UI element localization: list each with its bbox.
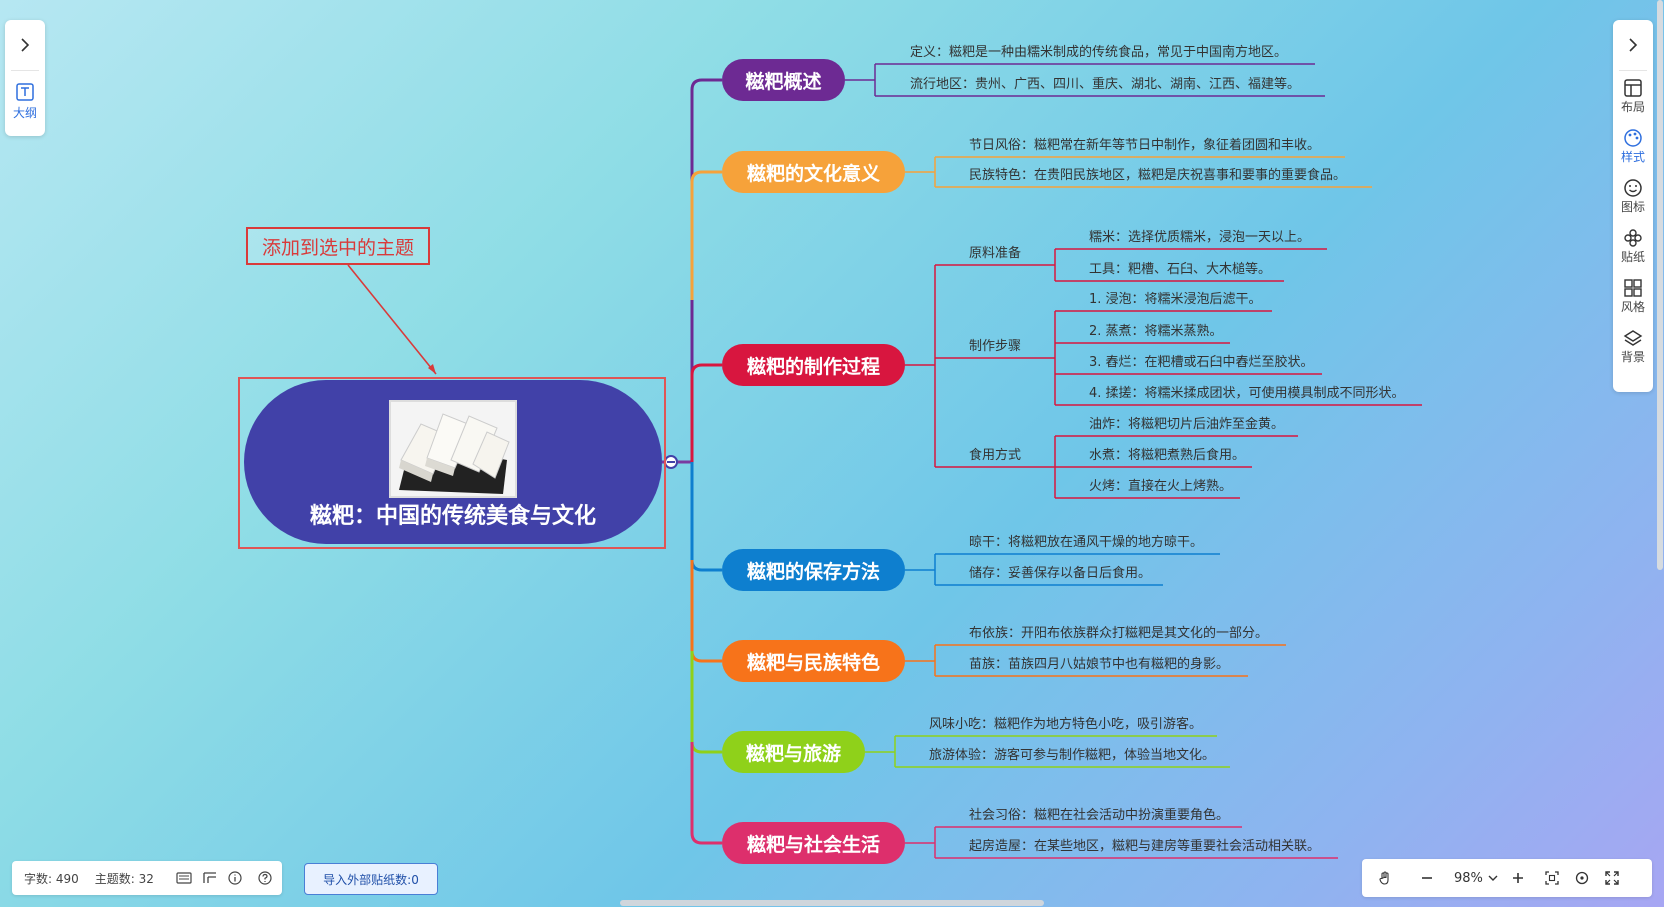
subtopic-steps[interactable]: 制作步骤	[969, 339, 1022, 354]
branch-label: 糍粑与社会生活	[746, 833, 880, 856]
leaf-topic[interactable]: 火烤：直接在火上烤熟。	[1089, 479, 1233, 494]
sticker-button[interactable]: 贴纸	[1613, 221, 1653, 271]
layout-icon	[1624, 78, 1642, 97]
background-button[interactable]: 背景	[1613, 321, 1653, 371]
background-label: 背景	[1620, 349, 1645, 364]
hand-tool-icon[interactable]	[1370, 870, 1400, 886]
branch-label: 糍粑的制作过程	[746, 355, 880, 378]
sticker-label: 贴纸	[1620, 249, 1645, 264]
plus-icon	[1512, 873, 1523, 883]
outline-button[interactable]: 大纲	[5, 71, 45, 131]
style-label: 样式	[1620, 149, 1645, 164]
subtopic-eating[interactable]: 食用方式	[969, 448, 1022, 463]
palette-icon	[1624, 128, 1642, 147]
right-panel: 布局 样式 图标 贴纸 风格 背景	[1613, 20, 1653, 392]
leaf-topic[interactable]: 风味小吃：糍粑作为地方特色小吃，吸引游客。	[929, 717, 1203, 732]
locate-center-icon[interactable]	[1567, 870, 1597, 886]
branch-label: 糍粑的保存方法	[746, 560, 880, 583]
left-panel: 大纲	[5, 20, 45, 136]
word-count: 字数: 490	[24, 871, 79, 886]
structure-icon[interactable]	[202, 871, 218, 885]
topic-count: 主题数: 32	[94, 871, 154, 886]
root-topic-title: 糍粑：中国的传统美食与文化	[309, 504, 596, 529]
outline-icon	[16, 82, 34, 101]
leaf-topic[interactable]: 3. 舂烂：在粑槽或石臼中舂烂至胶状。	[1089, 355, 1314, 370]
grid-icon	[1624, 278, 1642, 297]
fullscreen-icon[interactable]	[1597, 870, 1627, 886]
root-topic[interactable]: 糍粑：中国的传统美食与文化	[244, 380, 662, 544]
annotation-text: 添加到选中的主题	[261, 236, 414, 259]
leaf-topic[interactable]: 工具：粑槽、石臼、大木槌等。	[1089, 262, 1272, 277]
annotation-callout: 添加到选中的主题	[246, 227, 430, 265]
branch-topic-society[interactable]: 糍粑与社会生活	[722, 822, 905, 864]
import-stickers-label: 导入外部贴纸数:0	[323, 872, 419, 887]
horizontal-scrollbar[interactable]	[620, 900, 1044, 906]
layout-button[interactable]: 布局	[1613, 71, 1653, 121]
outline-label: 大纲	[12, 105, 37, 120]
branch-topic-tourism[interactable]: 糍粑与旅游	[722, 731, 865, 773]
leaf-topic[interactable]: 晾干：将糍粑放在通风干燥的地方晾干。	[969, 535, 1204, 550]
leaf-topic[interactable]: 民族特色：在贵阳民族地区，糍粑是庆祝喜事和要事的重要食品。	[969, 168, 1347, 183]
subtopic-ingredients[interactable]: 原料准备	[969, 246, 1022, 261]
icon-button[interactable]: 图标	[1613, 171, 1653, 221]
minus-icon	[1422, 877, 1432, 879]
branch-topic-culture[interactable]: 糍粑的文化意义	[722, 151, 905, 193]
theme-button[interactable]: 风格	[1613, 271, 1653, 321]
layout-label: 布局	[1620, 99, 1645, 114]
leaf-topic[interactable]: 起房造屋：在某些地区，糍粑与建房等重要社会活动相关联。	[969, 839, 1321, 854]
smiley-icon	[1624, 178, 1642, 197]
vertical-scrollbar[interactable]	[1657, 0, 1663, 570]
branch-label: 糍粑的文化意义	[746, 162, 880, 185]
leaf-topic[interactable]: 水煮：将糍粑煮熟后食用。	[1089, 448, 1246, 463]
import-stickers-button[interactable]: 导入外部贴纸数:0	[304, 863, 438, 895]
leaf-topic[interactable]: 布依族：开阳布依族群众打糍粑是其文化的一部分。	[969, 626, 1269, 641]
zoom-bar: 98%	[1362, 859, 1652, 897]
chevron-right-icon	[1629, 38, 1638, 52]
leaf-topic[interactable]: 油炸：将糍粑切片后油炸至金黄。	[1089, 417, 1285, 432]
branch-topic-ethnic[interactable]: 糍粑与民族特色	[722, 640, 905, 682]
leaf-topic[interactable]: 旅游体验：游客可参与制作糍粑，体验当地文化。	[929, 748, 1216, 763]
expand-left-button[interactable]	[5, 20, 45, 70]
sticker-icon	[1624, 228, 1642, 247]
style-button[interactable]: 样式	[1613, 121, 1653, 171]
icon-label: 图标	[1620, 199, 1645, 214]
leaf-topic[interactable]: 流行地区：贵州、广西、四川、重庆、湖北、湖南、江西、福建等。	[910, 77, 1301, 92]
chevron-down-icon[interactable]	[1483, 873, 1503, 883]
zoom-in-button[interactable]	[1503, 871, 1533, 885]
keyboard-icon[interactable]	[176, 872, 192, 884]
leaf-topic[interactable]: 储存：妥善保存以备日后食用。	[969, 566, 1152, 581]
layers-icon	[1623, 329, 1643, 346]
leaf-topic[interactable]: 糯米：选择优质糯米，浸泡一天以上。	[1089, 230, 1311, 245]
branch-topic-process[interactable]: 糍粑的制作过程	[722, 344, 905, 386]
chevron-right-icon	[21, 38, 30, 52]
leaf-topic[interactable]: 节日风俗：糍粑常在新年等节日中制作，象征着团圆和丰收。	[969, 138, 1321, 153]
branch-label: 糍粑与旅游	[745, 742, 841, 765]
leaf-topic[interactable]: 苗族：苗族四月八姑娘节中也有糍粑的身影。	[969, 657, 1230, 672]
theme-label: 风格	[1620, 299, 1645, 314]
status-bar: 字数: 490 主题数: 32	[12, 861, 282, 895]
branch-label: 糍粑概述	[745, 70, 822, 93]
leaf-topic[interactable]: 社会习俗：糍粑在社会活动中扮演重要角色。	[969, 808, 1230, 823]
root-selection-outline	[238, 377, 666, 549]
help-icon[interactable]	[258, 871, 272, 885]
fit-screen-icon[interactable]	[1537, 870, 1567, 886]
leaf-topic[interactable]: 1. 浸泡：将糯米浸泡后滤干。	[1089, 292, 1262, 307]
collapse-right-button[interactable]	[1613, 20, 1653, 70]
zoom-out-button[interactable]	[1412, 871, 1442, 885]
root-topic-image	[389, 400, 517, 498]
branch-topic-storage[interactable]: 糍粑的保存方法	[722, 549, 905, 591]
branch-topic-overview[interactable]: 糍粑概述	[722, 59, 845, 101]
leaf-topic[interactable]: 定义：糍粑是一种由糯米制成的传统食品，常见于中国南方地区。	[910, 45, 1288, 60]
info-icon[interactable]	[228, 871, 242, 885]
branch-label: 糍粑与民族特色	[746, 651, 880, 674]
zoom-level[interactable]: 98%	[1454, 870, 1483, 886]
leaf-topic[interactable]: 4. 揉搓：将糯米揉成团状，可使用模具制成不同形状。	[1089, 386, 1405, 401]
leaf-topic[interactable]: 2. 蒸煮：将糯米蒸熟。	[1089, 324, 1223, 339]
